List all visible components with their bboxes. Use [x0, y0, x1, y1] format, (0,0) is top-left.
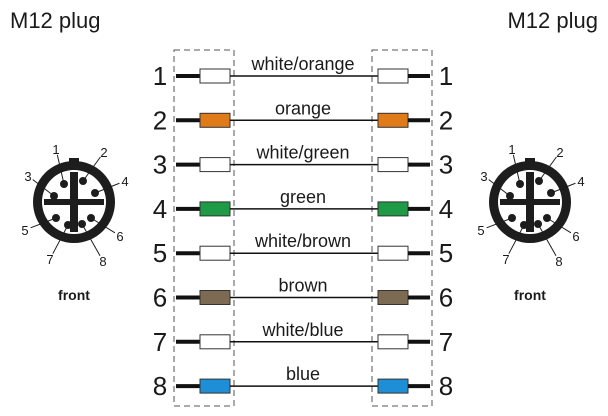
wire-row-5: 5 5 white/brown	[153, 231, 453, 268]
terminal-left	[199, 334, 231, 350]
left-connector-face: 1 2 3 4 5 6 7 8 front	[21, 142, 128, 303]
pin-leader-line	[546, 217, 572, 234]
wire-rows: 1 1 white/orange 2 2 orange 3 3 white/green 4 4 gre…	[153, 54, 453, 401]
wire-row-2: 2 2 orange	[153, 98, 453, 135]
connector-pin-label: 6	[116, 229, 123, 244]
terminal-left	[199, 245, 231, 261]
pin-leader-line	[512, 154, 521, 185]
pin-number-right: 4	[439, 194, 453, 224]
wire-row-8: 8 8 blue	[153, 364, 453, 401]
connector-pin-label: 4	[577, 174, 584, 189]
terminal-right	[377, 157, 409, 173]
wire-color-label: white/brown	[254, 231, 351, 251]
terminal-left	[199, 290, 231, 305]
wire-row-7: 7 7 white/blue	[153, 320, 453, 357]
wire-row-6: 6 6 brown	[153, 276, 453, 313]
pin-number-right: 6	[439, 283, 453, 313]
pin-hole	[508, 214, 516, 222]
pin-hole	[60, 180, 68, 188]
connector-pin-label: 5	[477, 223, 484, 238]
connector-pin-label: 1	[52, 142, 59, 157]
connector-pin-label: 2	[100, 145, 107, 160]
pin-leader-line	[486, 217, 513, 229]
connector-pin-label: 2	[556, 145, 563, 160]
pin-leader-line	[90, 217, 116, 234]
right-terminal-box	[371, 49, 433, 407]
pin-leader-line	[56, 154, 65, 185]
pin-leader-line	[537, 223, 557, 257]
pin-number-right: 3	[439, 150, 453, 180]
terminal-right	[377, 378, 409, 394]
wire-row-4: 4 4 green	[153, 187, 453, 224]
pin-leader-line	[30, 217, 57, 229]
terminal-left	[199, 112, 231, 128]
connector-pin-label: 3	[480, 169, 487, 184]
wire-color-label: white/orange	[250, 54, 354, 74]
pin-number-right: 2	[439, 105, 453, 135]
pin-number-left: 1	[153, 61, 167, 91]
wire-color-label: white/green	[255, 143, 349, 163]
terminal-left	[199, 201, 231, 217]
connector-pin-label: 7	[46, 252, 53, 267]
terminal-right	[377, 201, 409, 217]
pin-number-left: 2	[153, 105, 167, 135]
left-plug-title: M12 plug	[10, 8, 101, 33]
pin-number-left: 3	[153, 150, 167, 180]
coding-key	[525, 158, 535, 166]
terminal-right	[377, 112, 409, 128]
pin-leader-line	[52, 224, 69, 254]
wire-color-label: orange	[275, 98, 331, 118]
terminal-right	[377, 68, 409, 84]
pin-number-right: 5	[439, 238, 453, 268]
wire-color-label: blue	[286, 364, 320, 384]
connector-pin-label: 7	[502, 252, 509, 267]
pin-leader-line	[538, 156, 557, 182]
wire-color-label: white/blue	[261, 320, 343, 340]
pin-leader-line	[82, 156, 101, 182]
pin-number-left: 8	[153, 371, 167, 401]
coding-key	[69, 158, 79, 166]
right-plug-title: M12 plug	[507, 8, 598, 33]
connector-pin-label: 3	[24, 169, 31, 184]
dashed-boxes	[173, 49, 433, 407]
insulator-cross-h	[44, 199, 104, 205]
connector-pin-label: 6	[572, 229, 579, 244]
pin-number-right: 8	[439, 371, 453, 401]
right-connector-face: 1 2 3 4 5 6 7 8 front	[477, 142, 584, 303]
front-label: front	[514, 287, 546, 303]
connector-pin-label: 1	[508, 142, 515, 157]
pin-leader-line	[32, 179, 55, 197]
pin-leader-line	[81, 223, 101, 257]
terminal-right	[377, 334, 409, 350]
pin-leader-line	[508, 224, 525, 254]
pin-number-left: 4	[153, 194, 167, 224]
left-terminal-box	[173, 49, 235, 407]
connector-pin-label: 8	[555, 254, 562, 269]
pin-leader-line	[488, 179, 511, 197]
terminal-left	[199, 68, 231, 84]
pin-leader-line	[550, 182, 576, 194]
connector-pin-label: 5	[21, 223, 28, 238]
insulator-cross-h	[500, 199, 560, 205]
terminal-right	[377, 245, 409, 261]
wire-row-1: 1 1 white/orange	[153, 54, 453, 91]
pin-number-left: 7	[153, 327, 167, 357]
wire-color-label: brown	[278, 276, 327, 296]
pin-number-right: 7	[439, 327, 453, 357]
pin-number-right: 1	[439, 61, 453, 91]
wire-row-3: 3 3 white/green	[153, 143, 453, 180]
pin-leader-line	[94, 182, 120, 194]
front-label: front	[58, 287, 90, 303]
connector-pin-label: 4	[121, 174, 128, 189]
terminal-left	[199, 378, 231, 394]
terminal-left	[199, 157, 231, 173]
connector-pin-label: 8	[99, 254, 106, 269]
pin-number-left: 5	[153, 238, 167, 268]
pin-number-left: 6	[153, 283, 167, 313]
terminal-right	[377, 290, 409, 305]
wire-color-label: green	[280, 187, 326, 207]
